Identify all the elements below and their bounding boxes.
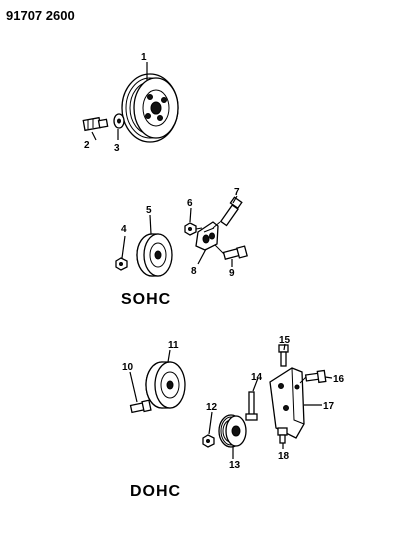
callout-9: 9 [229,268,235,279]
sohc-idler-pulley [136,233,173,277]
callout-8: 8 [191,266,197,277]
callout-14: 14 [251,372,263,383]
bracket-bolt-top [278,344,289,367]
callout-16: 16 [333,374,345,385]
bracket-bolt-side [304,369,327,384]
bracket-bolt-upper [219,196,243,227]
dohc-pulley-bolt [129,399,152,414]
pulley-washer [113,113,125,129]
dohc-idler-nut [202,434,215,448]
tensioner-pulley [218,414,247,448]
callout-18: 18 [278,451,290,462]
dohc-idler-pulley [145,361,186,409]
idler-bracket [195,221,219,251]
callout-15: 15 [279,335,291,346]
callout-17: 17 [323,401,335,412]
bracket-nut [184,222,197,236]
sohc-label: SOHC [121,291,171,308]
bracket-bolt-lower [222,245,248,260]
tensioner-bracket [269,367,305,439]
diagram-code: 91707 2600 [6,8,75,23]
callout-11: 11 [168,340,179,351]
callout-1: 1 [141,52,147,63]
callout-2: 2 [84,140,90,151]
callout-10: 10 [122,362,134,373]
bracket-bolt-bottom [277,427,288,444]
callout-7: 7 [234,187,240,198]
tensioner-bolt [245,391,258,421]
callout-13: 13 [229,460,241,471]
callout-6: 6 [187,198,193,209]
callout-3: 3 [114,143,120,154]
callout-4: 4 [121,224,127,235]
pulley-bolt [82,116,109,132]
crankshaft-pulley [121,73,179,143]
callout-12: 12 [206,402,218,413]
dohc-label: DOHC [130,483,181,500]
idler-nut [115,257,128,271]
callout-5: 5 [146,205,152,216]
